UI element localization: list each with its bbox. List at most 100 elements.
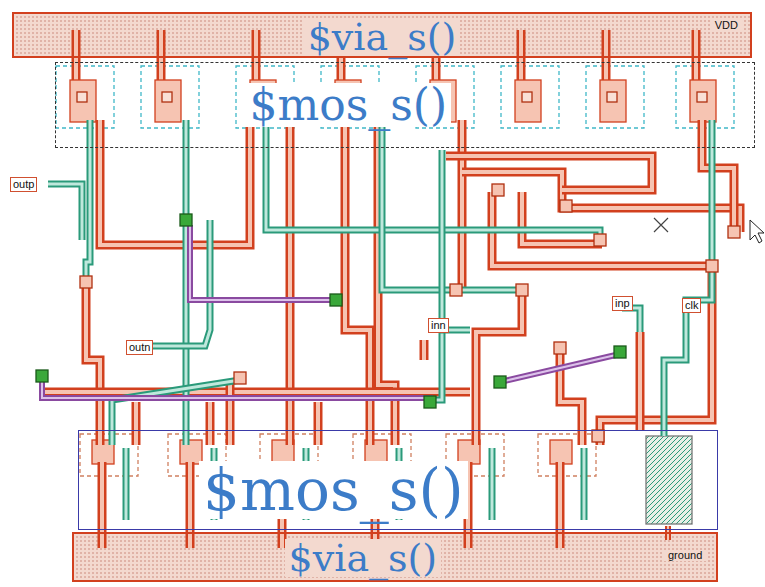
poly-contact: [234, 372, 246, 384]
diffusion: [515, 80, 541, 122]
tap-cell: [646, 436, 692, 524]
poly-wire: [476, 292, 522, 445]
via-contact: [494, 376, 506, 388]
metal-wire: [622, 308, 640, 332]
poly-wire: [188, 462, 192, 548]
poly-wire: [422, 340, 426, 360]
poly-wire: [208, 402, 212, 445]
poly-wire: [134, 402, 138, 445]
via-contact: [424, 396, 436, 408]
poly-wire: [316, 402, 320, 445]
poly-contact: [516, 284, 528, 296]
poly-contact: [706, 260, 718, 272]
metal-wire: [664, 120, 712, 436]
metal-wire: [150, 220, 210, 346]
diffusion: [600, 80, 626, 122]
poly-wire: [462, 172, 740, 232]
poly-wire: [462, 172, 740, 232]
poly-wire: [702, 120, 734, 232]
poly-wire: [558, 462, 562, 548]
metal-wire: [489, 448, 496, 520]
metal-wire: [48, 184, 82, 240]
supply-rail: $via_s() VDD: [12, 12, 752, 58]
contact: [607, 92, 617, 102]
poly-wire: [522, 192, 602, 244]
poly-wire: [132, 402, 141, 445]
poly-contact: [554, 342, 566, 354]
poly-wire: [522, 192, 602, 244]
poly-contact: [592, 430, 604, 442]
signal-name: outp: [10, 177, 37, 192]
poly-wire: [702, 120, 734, 232]
poly-contact: [450, 284, 462, 296]
metal-wire: [125, 448, 128, 520]
metal-wire: [581, 448, 588, 520]
metal2-wire: [500, 354, 620, 382]
metal-wire: [432, 150, 442, 400]
contact: [77, 92, 87, 102]
transistor-outline: [141, 66, 199, 128]
pmos-region: $mos_s(): [55, 62, 755, 148]
poly-wire: [86, 285, 100, 445]
net-name: ground: [664, 550, 706, 561]
metal-wire: [123, 448, 130, 520]
via-contact: [614, 346, 626, 358]
ground-rail: $via_s() ground: [72, 532, 718, 582]
nmos-region: $mos_s(): [78, 430, 718, 530]
via-contact: [180, 214, 192, 226]
cell-name: $mos_s(): [245, 83, 451, 127]
poly-wire: [446, 156, 652, 190]
via-contact: [36, 370, 48, 382]
poly-wire: [100, 120, 250, 245]
cell-name: $mos_s(): [199, 461, 468, 519]
cell-name: $via_s(): [285, 539, 442, 577]
cell-name: $via_s(): [304, 18, 461, 56]
metal-wire: [112, 380, 240, 445]
rail-fill: [72, 532, 718, 582]
transistor-outline: [586, 66, 644, 128]
rail-fill: [12, 12, 752, 58]
signal-name: clk: [682, 298, 701, 313]
transistor-outline: [501, 66, 559, 128]
mouse-cursor: [750, 220, 764, 243]
poly-wire: [314, 402, 323, 445]
metal2-wire: [190, 225, 336, 300]
poly-wire: [186, 462, 195, 548]
metal-wire: [112, 380, 240, 445]
poly-wire: [100, 462, 104, 548]
metal2-wire: [190, 225, 336, 300]
metal-wire: [266, 120, 600, 240]
metal-wire: [664, 120, 712, 436]
contact: [697, 92, 707, 102]
diffusion: [70, 80, 96, 122]
net-name: VDD: [711, 20, 742, 31]
poly-contact: [492, 184, 504, 196]
metal-wire: [86, 120, 90, 282]
poly-wire: [86, 285, 100, 445]
poly-wire: [206, 402, 215, 445]
contact: [522, 92, 532, 102]
metal-wire: [86, 120, 90, 282]
metal-wire: [583, 448, 586, 520]
poly-contact: [560, 200, 572, 212]
poly-wire: [446, 156, 652, 190]
signal-name: outn: [126, 340, 153, 355]
poly-wire: [458, 120, 467, 290]
transistor-outline: [676, 66, 734, 128]
metal-wire: [491, 448, 494, 520]
transistor-outline: [56, 66, 114, 128]
poly-wire: [420, 340, 429, 360]
poly-contact: [728, 226, 740, 238]
metal-wire: [382, 120, 520, 290]
poly-contact: [80, 276, 92, 288]
poly-wire: [40, 390, 470, 394]
diffusion: [550, 440, 572, 464]
signal-name: inn: [428, 318, 449, 333]
metal-wire: [150, 220, 210, 346]
metal2-wire: [500, 354, 620, 382]
contact: [162, 92, 172, 102]
cross-mark: [654, 218, 668, 232]
poly-wire: [556, 462, 565, 548]
poly-contact: [594, 234, 606, 246]
